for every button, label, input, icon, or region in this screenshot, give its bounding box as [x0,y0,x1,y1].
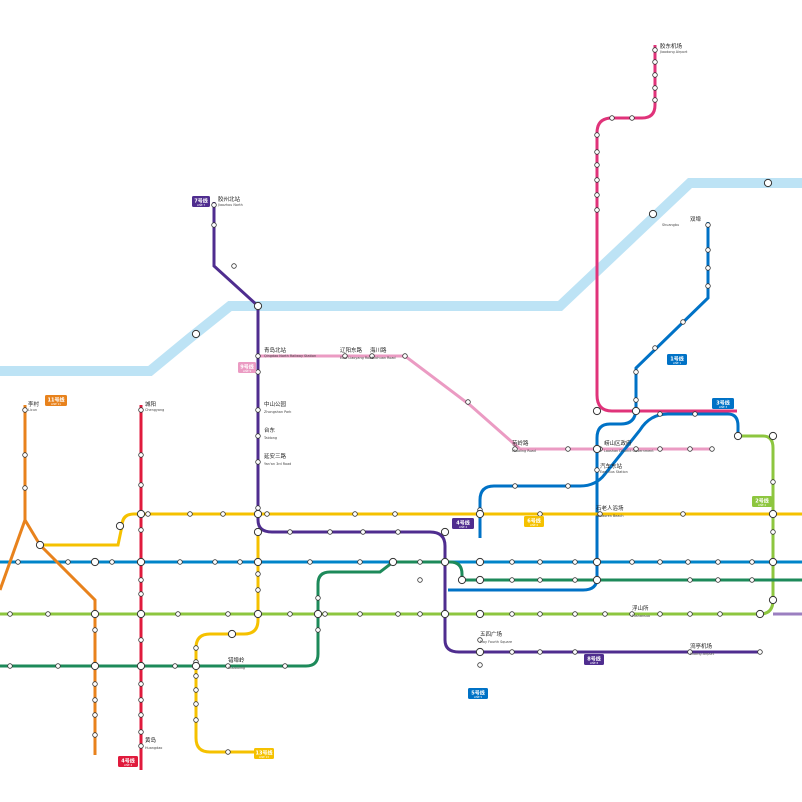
svg-text:LINE 4: LINE 4 [124,763,133,767]
svg-text:East Liaoyang Road: East Liaoyang Road [340,356,373,360]
line-badge-7: 7号线 LINE 7 [192,196,210,207]
svg-text:错埠岭: 错埠岭 [228,656,245,664]
svg-text:LINE 5: LINE 5 [474,695,483,699]
station-labels: 胶东机场 Jiaodong Airport 双埠 Shuangbu 胶州北站 J… [28,42,715,750]
svg-text:4号线: 4号线 [121,758,134,765]
line-badge-2: 2号线 LINE 2 [752,496,772,507]
svg-text:Fushansuo: Fushansuo [632,614,650,618]
svg-text:石老人浴场: 石老人浴场 [596,504,624,512]
svg-text:Zhongshan Park: Zhongshan Park [264,410,291,414]
line-badge-9: 9号线 LINE 9 [238,362,256,373]
line-badge-5: 5号线 LINE 5 [468,688,488,699]
svg-text:五四广场: 五四广场 [480,630,503,638]
svg-text:Shuangbu: Shuangbu [662,223,679,227]
svg-text:6号线: 6号线 [527,518,540,525]
line-6-branch [194,532,262,754]
svg-text:Qingdao North Railway Station: Qingdao North Railway Station [264,354,316,358]
svg-text:8号线: 8号线 [587,656,600,663]
svg-text:城阳: 城阳 [145,400,156,408]
svg-text:LINE 2: LINE 2 [758,503,767,507]
line-11-track [23,405,97,755]
svg-text:胶州北站: 胶州北站 [218,195,241,203]
svg-text:5号线: 5号线 [471,690,484,697]
svg-text:Huangdao: Huangdao [145,746,162,750]
line-2-track [0,434,775,616]
svg-text:7号线: 7号线 [194,198,207,205]
svg-text:LINE 11: LINE 11 [51,402,61,406]
svg-text:LINE 3: LINE 3 [719,405,728,409]
svg-text:1号线: 1号线 [670,356,683,363]
svg-text:青岛北站: 青岛北站 [264,346,287,354]
svg-text:4号线: 4号线 [456,520,469,527]
line-badge-13: 13号线 LINE 13 [254,748,274,759]
svg-text:Haichuan Road: Haichuan Road [370,356,396,360]
svg-text:East Bus Station: East Bus Station [600,470,628,474]
svg-text:崂山区政府: 崂山区政府 [604,439,632,447]
svg-text:LINE 1: LINE 1 [673,361,682,365]
svg-text:海川路: 海川路 [370,346,387,354]
svg-text:2号线: 2号线 [755,498,768,505]
svg-text:Yan'an 3rd Road: Yan'an 3rd Road [264,462,291,466]
svg-text:Cuobuling: Cuobuling [228,666,245,670]
svg-text:流亭机场: 流亭机场 [690,642,713,650]
svg-text:台东: 台东 [264,426,276,434]
line-badge-8: 8号线 LINE 8 [584,654,604,665]
line-3-track [478,412,740,538]
svg-text:LINE 7: LINE 7 [197,203,206,207]
svg-text:LINE 4: LINE 4 [459,525,468,529]
line-4-track [212,202,760,654]
svg-text:Miaoling Road: Miaoling Road [512,449,536,453]
svg-text:Chengyang: Chengyang [145,408,164,412]
svg-text:Jiaodong Airport: Jiaodong Airport [659,50,688,54]
svg-text:LINE 6: LINE 6 [530,523,539,527]
svg-text:Licun: Licun [28,408,37,412]
line-11-branch [0,519,27,591]
svg-text:May Fourth Square: May Fourth Square [480,640,512,644]
svg-text:胶东机场: 胶东机场 [660,42,683,50]
line-badge-4-west: 4号线 LINE 4 [118,756,138,767]
station-markers [7,47,776,755]
svg-text:LINE 8: LINE 8 [590,661,599,665]
svg-text:浮山所: 浮山所 [632,604,649,612]
svg-text:李村: 李村 [28,400,40,408]
svg-text:Liuting Airport: Liuting Airport [690,652,715,656]
svg-text:Shilaoren Beach: Shilaoren Beach [596,514,623,518]
line-badge-6: 6号线 LINE 6 [524,516,544,527]
svg-text:Taidong: Taidong [263,436,277,440]
svg-text:汽车东站: 汽车东站 [600,462,623,470]
svg-text:3号线: 3号线 [716,400,729,407]
svg-text:13号线: 13号线 [256,750,273,757]
svg-text:黄岛: 黄岛 [145,736,157,744]
svg-text:Jiaozhou North: Jiaozhou North [217,203,243,207]
line-badge-1: 1号线 LINE 1 [667,354,687,365]
svg-text:双埠: 双埠 [690,215,702,223]
river [0,178,802,376]
svg-text:LINE 13: LINE 13 [259,755,269,759]
transfer-markers [35,178,778,671]
svg-text:9号线: 9号线 [240,364,253,371]
line-badge-3: 3号线 LINE 3 [712,398,734,409]
svg-text:苗岭路: 苗岭路 [512,439,529,447]
svg-text:LINE 9: LINE 9 [243,369,252,373]
svg-text:中山公园: 中山公园 [264,400,287,408]
line-yellow-2 [40,525,124,547]
line-8-track [595,45,737,413]
svg-text:11号线: 11号线 [48,397,65,404]
line-badge-11: 11号线 LINE 11 [45,395,67,406]
svg-text:Laoshan District Government: Laoshan District Government [604,449,654,453]
svg-text:延安三路: 延安三路 [264,452,287,460]
line-1-track [448,222,710,592]
line-9-track [258,354,712,451]
svg-text:辽阳东路: 辽阳东路 [340,346,363,354]
line-badge-4: 4号线 LINE 4 [452,518,474,529]
line-5-track [0,560,802,668]
